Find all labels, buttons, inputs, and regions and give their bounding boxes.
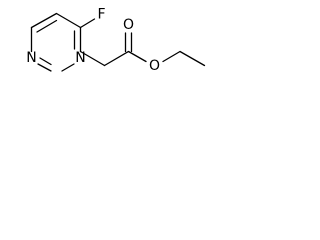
atom-label-n1: N [26, 50, 36, 66]
bond-c-o-ester [127, 50, 147, 63]
bond-ch2-c [103, 50, 130, 67]
bond-c5-f [79, 18, 96, 29]
bond-c6-c5 [30, 12, 58, 29]
atom-label-n3: N [75, 50, 85, 66]
atom-label-o-carbonyl: O [123, 17, 134, 33]
bond-o-ch2 [162, 50, 181, 63]
atom-label-o-ester: O [149, 58, 160, 74]
atom-label-f: F [97, 7, 105, 23]
bond-ch2-ch3 [179, 50, 206, 67]
bond-c2-n1-inner [39, 57, 52, 66]
bond-c4-ch2 [79, 50, 106, 67]
bond-n3-c2 [61, 63, 75, 72]
structure-diagram: N N F O O [26, 7, 206, 74]
bond-c5-c4 [55, 12, 82, 29]
bond-c2-n1 [37, 63, 52, 72]
pyrimidine-ring [30, 12, 82, 72]
bond-c6-c5-inner [36, 19, 58, 33]
